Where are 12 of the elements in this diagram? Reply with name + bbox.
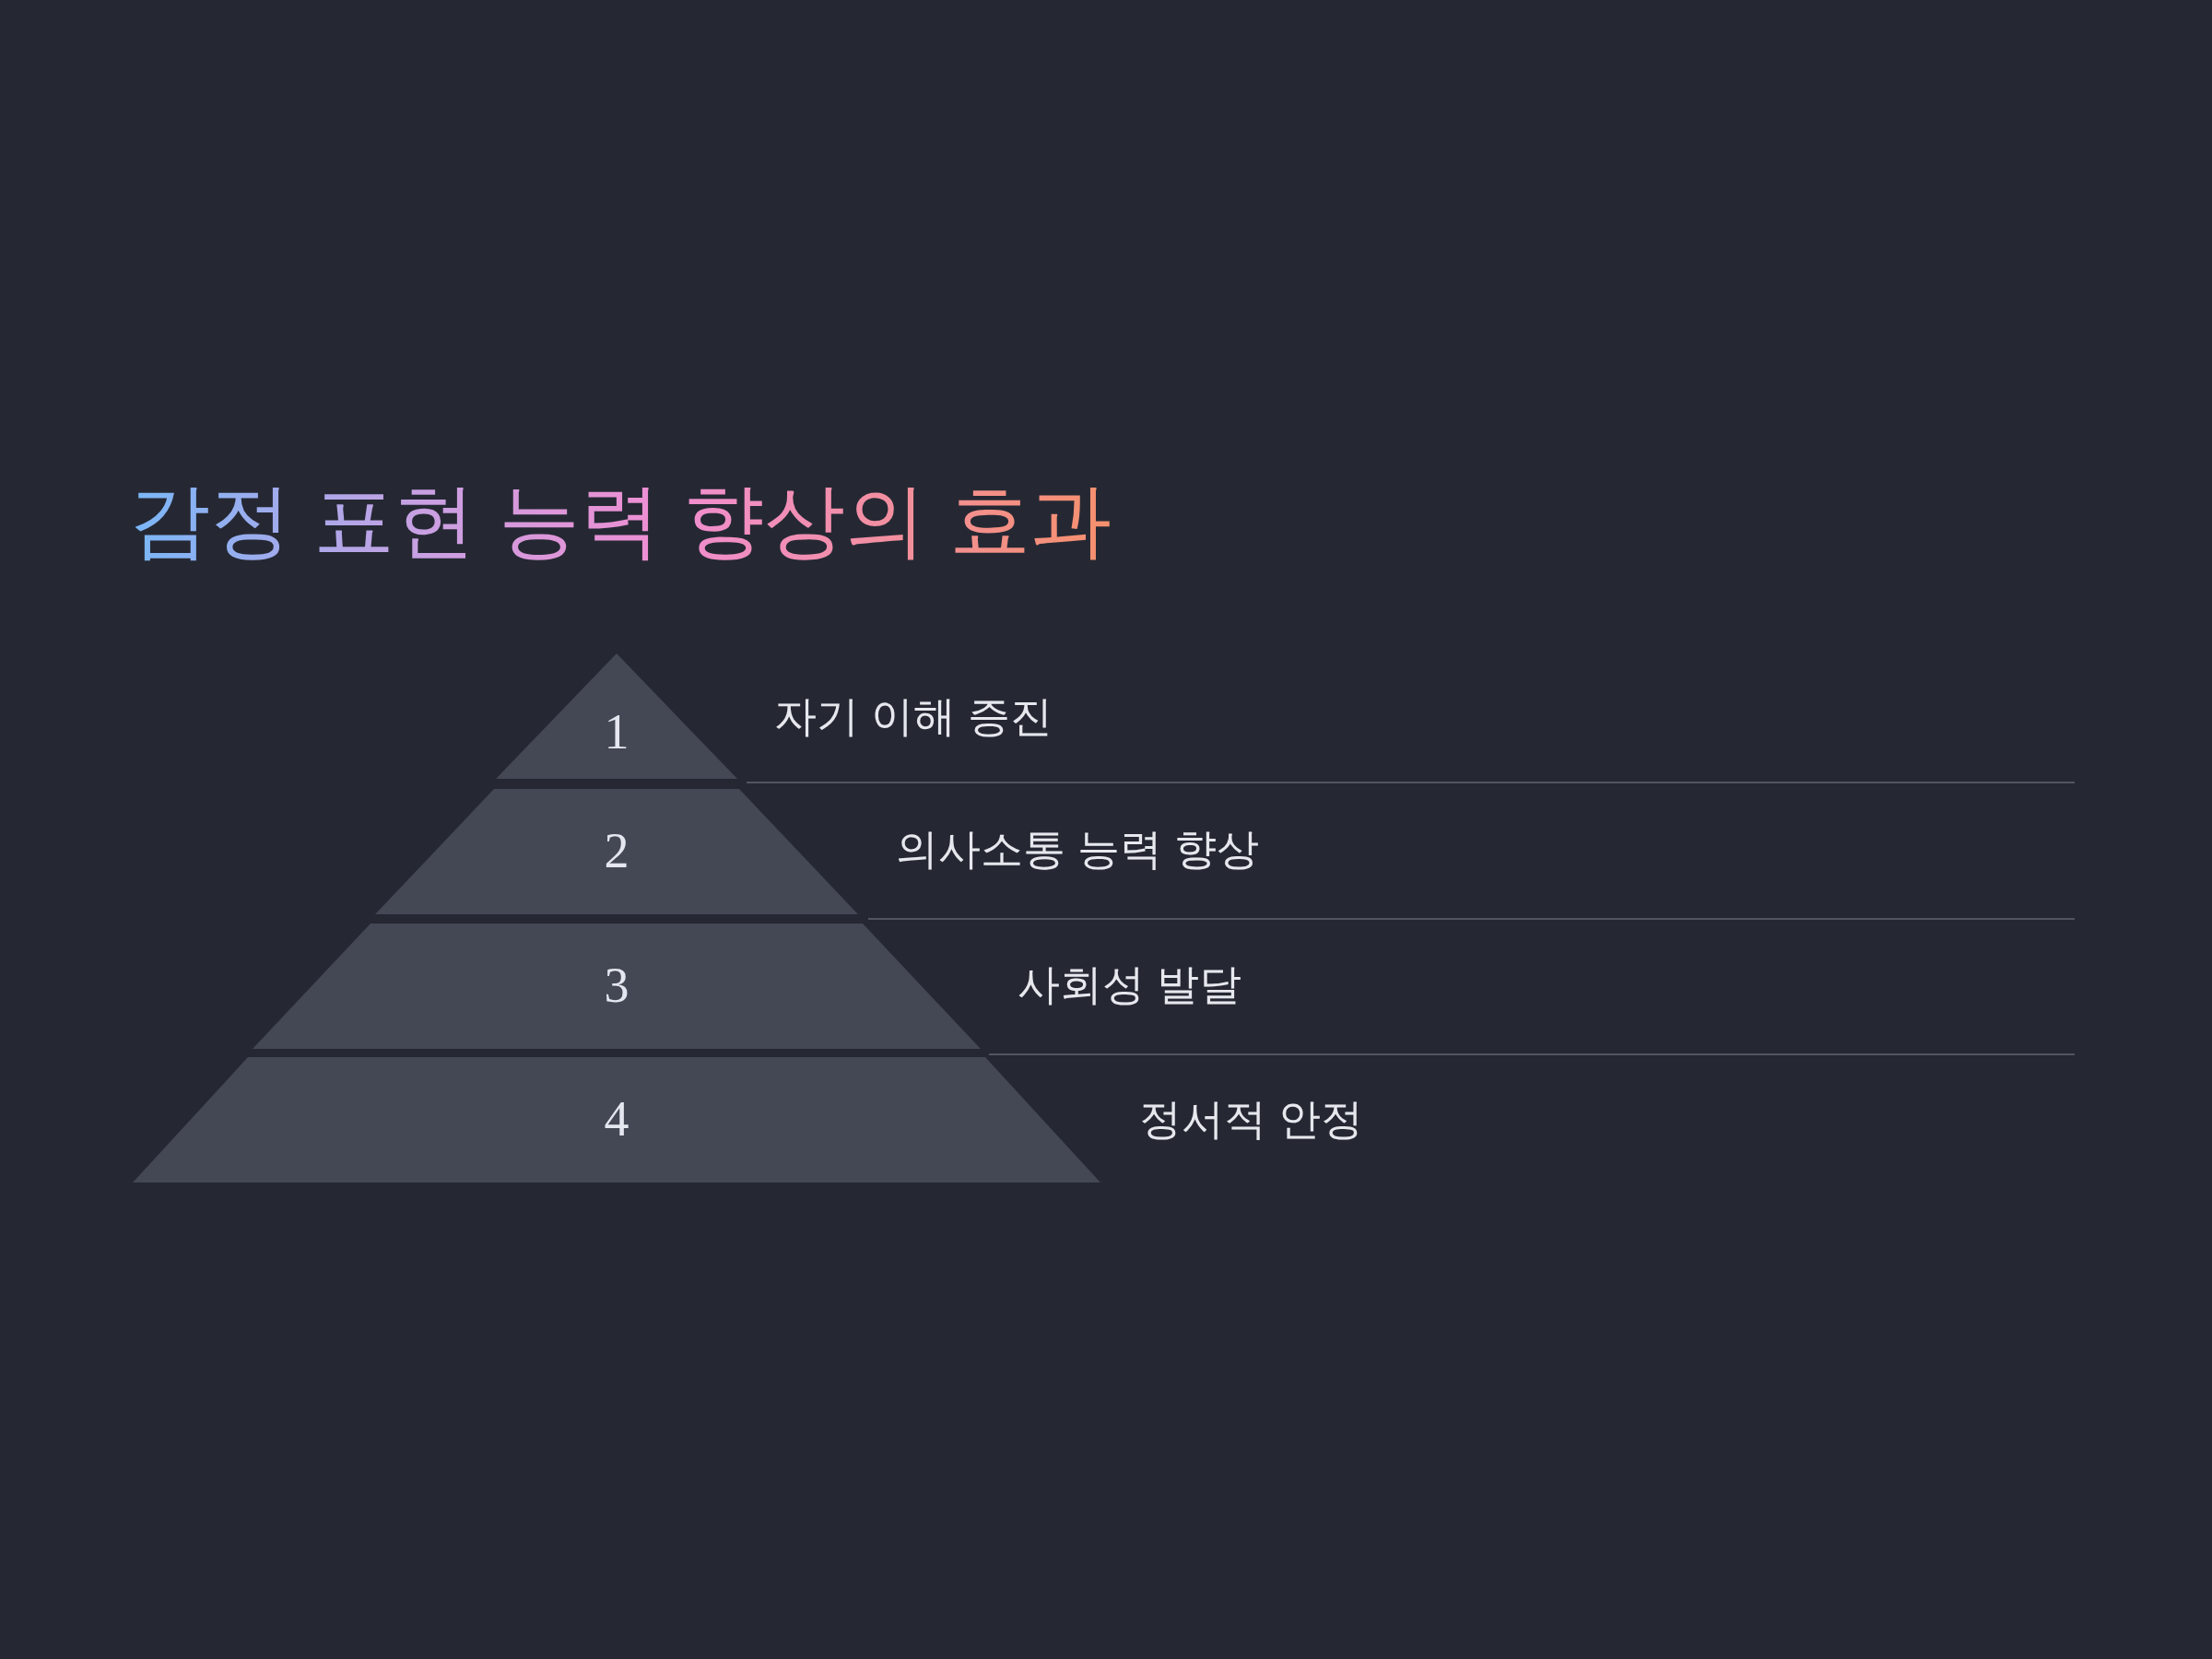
tier-description: 정서적 안정 (1139, 1094, 1363, 1144)
tier-number: 1 (604, 707, 629, 757)
tier-number: 3 (604, 960, 629, 1010)
pyramid-tier (375, 789, 858, 914)
tier-description: 의사소통 능력 향상 (896, 824, 1259, 874)
tier-description: 사회성 발달 (1018, 959, 1241, 1009)
tier-number: 4 (604, 1094, 629, 1144)
tier-number: 2 (604, 826, 629, 876)
pyramid-tier (496, 653, 737, 779)
pyramid-tier (253, 924, 981, 1049)
pyramid-tier (133, 1057, 1100, 1182)
tier-description: 자기 이해 증진 (774, 691, 1053, 741)
